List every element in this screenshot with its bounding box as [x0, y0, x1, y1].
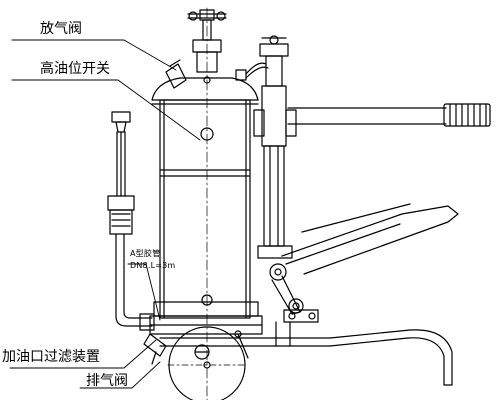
label-fill-filter: 加油口过滤装置: [2, 349, 100, 365]
tank-body: [149, 7, 263, 400]
leader-lines: [9, 39, 201, 389]
oil-level-switch: [235, 62, 269, 81]
base-frame: [159, 329, 453, 386]
label-exhaust-valve: 排气阀: [86, 373, 128, 389]
top-handle-valve: [187, 9, 227, 84]
axle-bolt: [194, 344, 210, 360]
pump-column: [253, 35, 297, 259]
label-hose-type: A型胶管: [130, 249, 161, 258]
label-hose-spec: DN8.L=3m: [130, 261, 176, 270]
label-vent-valve: 放气阀: [40, 21, 82, 37]
hose-assembly: [107, 111, 155, 331]
vent-valve: [165, 59, 187, 89]
pump-handle-arm: [287, 103, 491, 127]
label-high-oil-switch: 高油位开关: [40, 61, 110, 77]
bottom-valves: [143, 330, 249, 365]
foot-pedal-lever: [269, 203, 459, 347]
